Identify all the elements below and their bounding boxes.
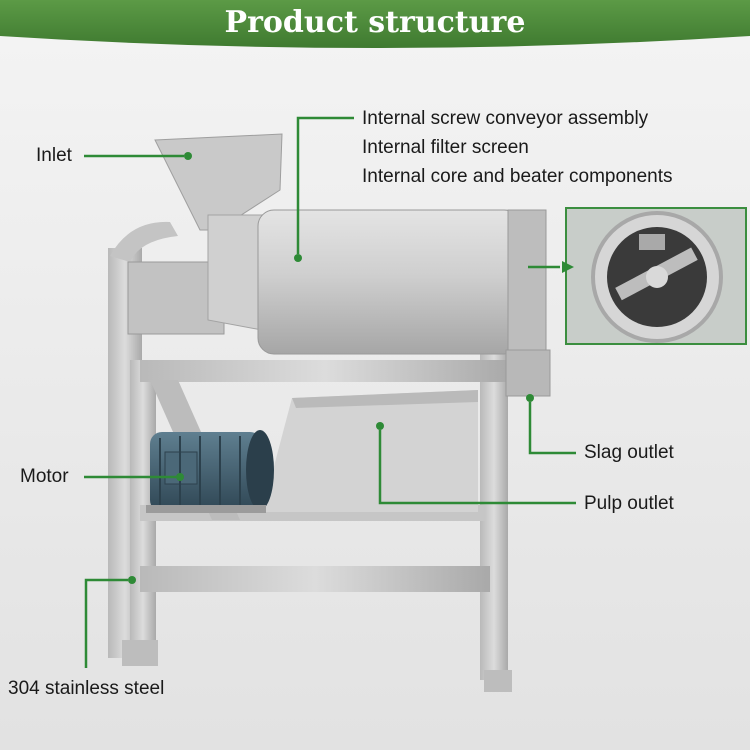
- header-banner: [0, 0, 750, 48]
- drum-end-cap: [507, 209, 547, 361]
- internal-view-inset: [565, 207, 747, 345]
- lower-crossbar: [140, 566, 490, 592]
- label-inlet: Inlet: [36, 145, 72, 166]
- pulp-chute: [262, 390, 478, 512]
- label-pulp-outlet: Pulp outlet: [584, 493, 674, 514]
- page-title: Product structure: [224, 5, 526, 40]
- label-internal-core: Internal core and beater components: [362, 166, 673, 187]
- pulper-machine-illustration: [108, 133, 551, 692]
- label-slag-outlet: Slag outlet: [584, 442, 674, 463]
- upper-crossbar: [140, 360, 510, 382]
- foot-left: [122, 640, 158, 666]
- label-motor: Motor: [20, 466, 69, 487]
- foot-right: [484, 670, 512, 692]
- label-material: 304 stainless steel: [8, 678, 165, 699]
- rear-bar: [110, 221, 178, 262]
- label-internal-filter: Internal filter screen: [362, 137, 529, 158]
- motor-base: [146, 505, 266, 513]
- label-internal-screw: Internal screw conveyor assembly: [362, 108, 649, 129]
